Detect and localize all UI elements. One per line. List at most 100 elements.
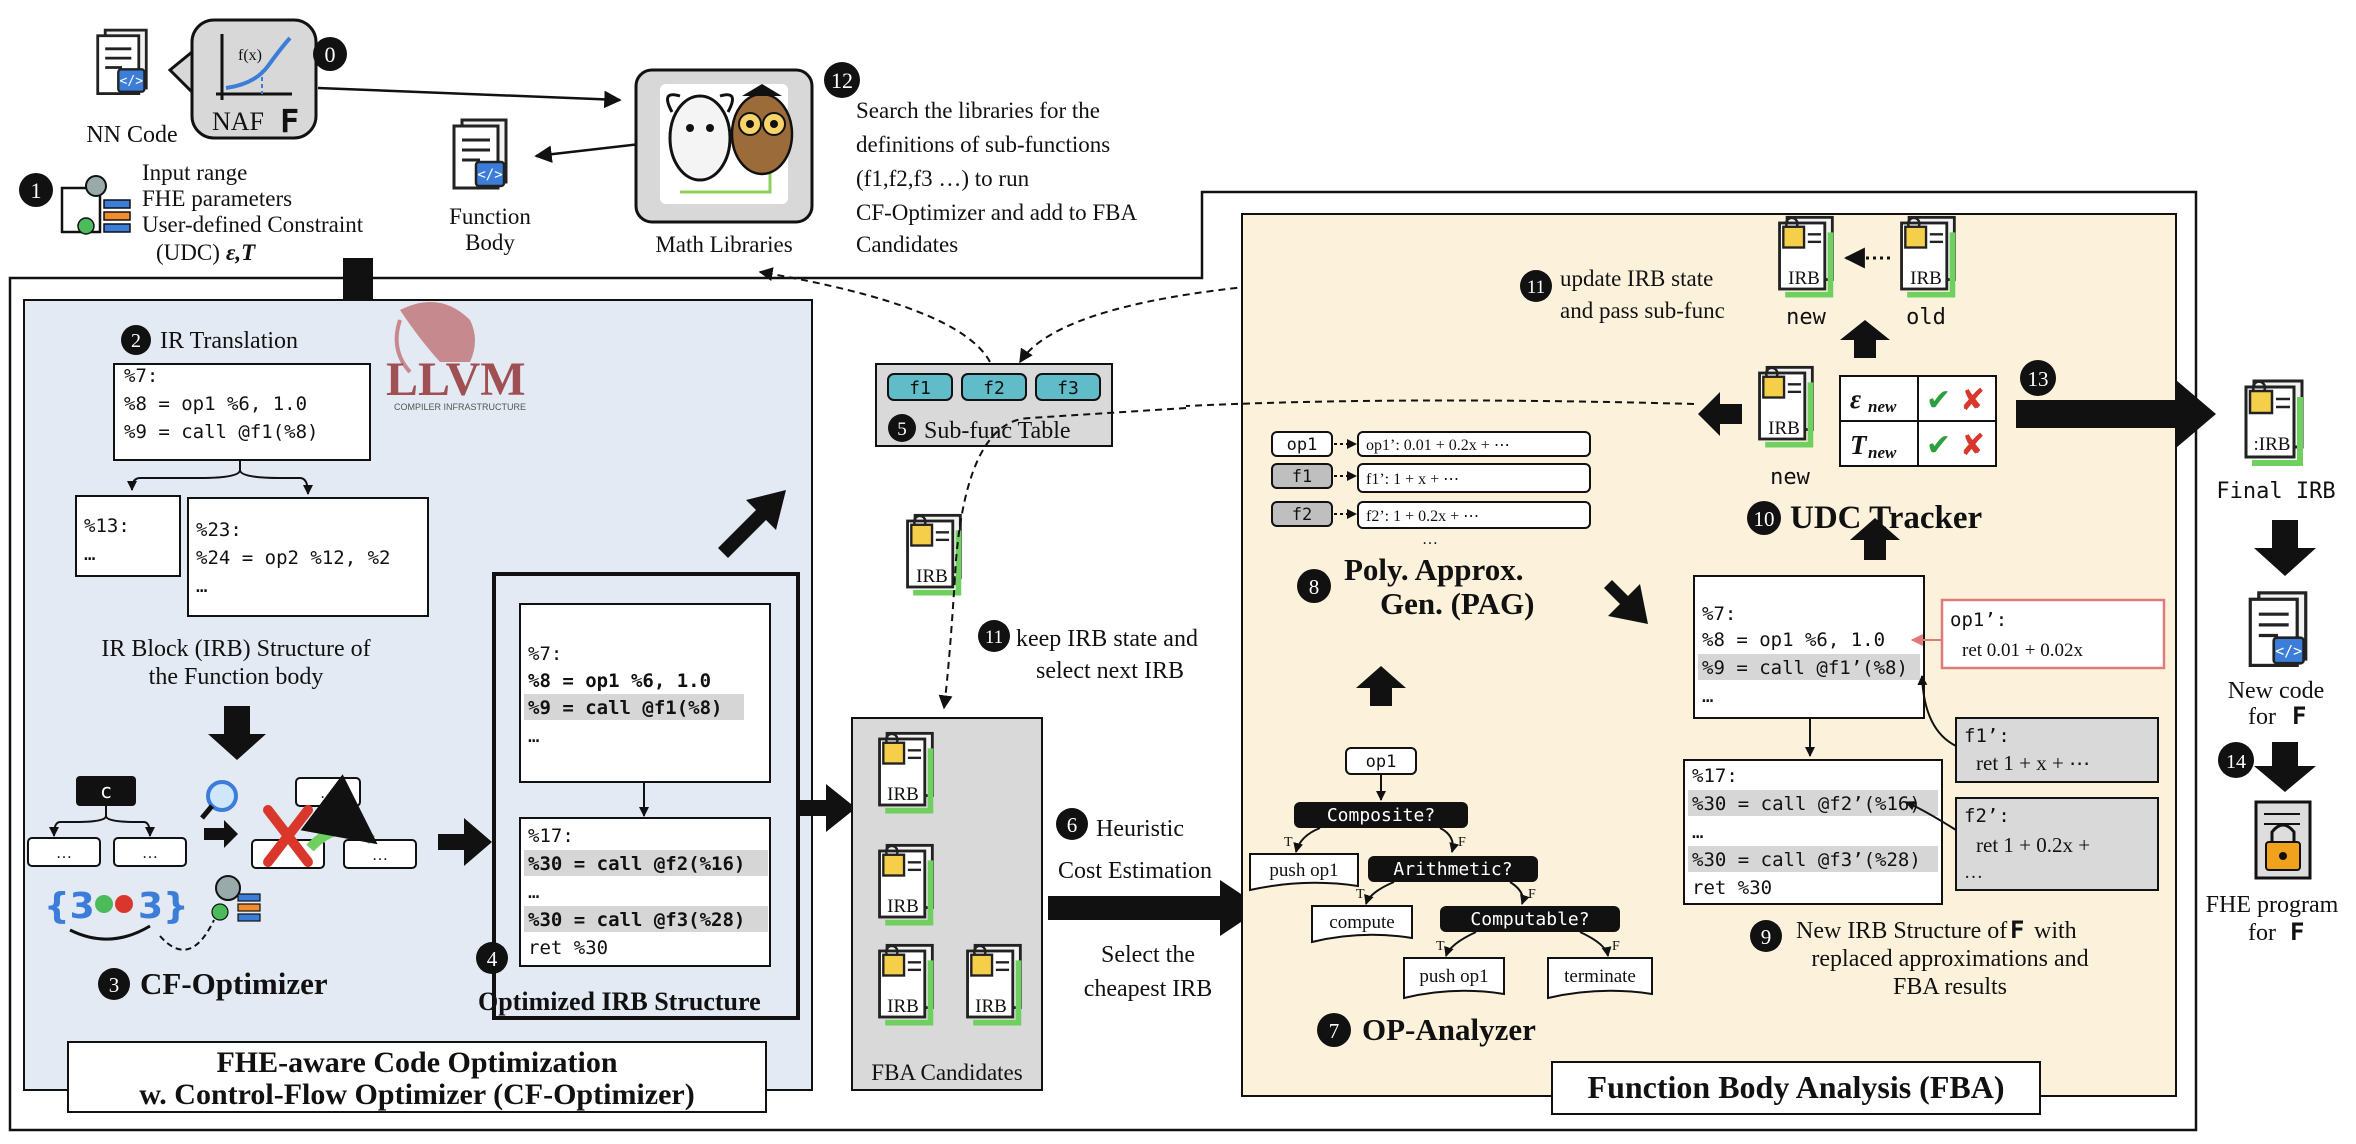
- pag-title-1: Poly. Approx.: [1344, 552, 1523, 587]
- svg-text:10: 10: [1754, 507, 1775, 531]
- fba-candidates-panel: IRB IRB IRB IRB FBA Candidates: [851, 717, 1043, 1091]
- irb-caption-1: IR Block (IRB) Structure of: [101, 636, 370, 662]
- svg-text:IRB: IRB: [1768, 418, 1800, 439]
- svg-text:op1’:: op1’:: [1950, 609, 2007, 631]
- function-body-label-1: Function: [449, 204, 531, 229]
- f1-approx-box: f1’: ret 1 + x + ⋯: [1955, 717, 2159, 783]
- update-text-2: and pass sub-func: [1560, 298, 1725, 323]
- svg-text:…: …: [1422, 531, 1438, 548]
- svg-text:LLVM: LLVM: [386, 353, 526, 406]
- step-badge-11b: 11: [978, 620, 1010, 652]
- svg-text:{3: {3: [44, 886, 95, 927]
- arrow-down-fhe: [2254, 742, 2316, 792]
- dashed-update-subfunc: [1019, 261, 1499, 364]
- svg-text:compute: compute: [1329, 912, 1394, 933]
- svg-text:push op1: push op1: [1419, 966, 1488, 987]
- ir-block-23: %23: %24 = op2 %12, %2 …: [187, 497, 429, 617]
- svg-text:ret 1 + x + ⋯: ret 1 + x + ⋯: [1976, 751, 2090, 775]
- svg-text:%9 = call @f1(%8): %9 = call @f1(%8): [528, 697, 722, 719]
- owl-icon: [730, 84, 794, 176]
- svg-text:IRB: IRB: [1910, 268, 1942, 289]
- final-irb-icon: :IRB: [2246, 381, 2302, 463]
- new-code-label-1: New code: [2228, 678, 2325, 704]
- svg-text:Computable?: Computable?: [1470, 909, 1589, 930]
- svg-text:f1: f1: [1292, 467, 1312, 487]
- svg-text:op1: op1: [1287, 435, 1318, 455]
- ir-block-13: %13: …: [75, 495, 181, 577]
- new-label-mid: new: [1770, 465, 1810, 490]
- svg-text:11: 11: [985, 627, 1003, 648]
- arrow-math-to-function-body: [534, 142, 641, 163]
- arrow-down-right: [1604, 580, 1648, 624]
- svg-text:ε: ε: [1850, 384, 1861, 414]
- svg-text:%9 = call @f1(%8): %9 = call @f1(%8): [124, 421, 318, 443]
- svg-text:…: …: [84, 543, 95, 565]
- arrow-up-to-new: [1840, 320, 1890, 358]
- cf-optimizer-label: CF-Optimizer: [140, 966, 328, 1001]
- naf-letter: F: [280, 102, 299, 140]
- op-analyzer-label: OP-Analyzer: [1362, 1012, 1536, 1047]
- optimized-block-2: %17: %30 = call @f2(%16) … %30 = call @f…: [519, 817, 771, 967]
- svg-text:13: 13: [2028, 367, 2049, 391]
- svg-text:12: 12: [831, 68, 853, 93]
- arrow-up-to-pag: [1356, 666, 1406, 706]
- naf-box: f(x) NAF F: [167, 18, 318, 140]
- new-irb-caption-3: FBA results: [1893, 974, 2007, 1000]
- search-text-2: definitions of sub-functions: [856, 132, 1110, 157]
- svg-text:f1’:: f1’:: [1964, 725, 2010, 747]
- irb-new-top: IRB: [1780, 217, 1833, 294]
- update-text-1: update IRB state: [1560, 266, 1713, 291]
- svg-text:%24 = op2 %12, %2: %24 = op2 %12, %2: [196, 547, 390, 569]
- keep-text-1: keep IRB state and: [1016, 626, 1198, 652]
- input-range: Input range: [142, 160, 247, 185]
- op1-approx-box: op1’: ret 0.01 + 0.02x: [1940, 598, 2166, 670]
- optimized-block-1: %7: %8 = op1 %6, 1.0 %9 = call @f1(%8) …: [519, 603, 771, 783]
- optimized-irb-frame: [492, 572, 800, 1020]
- dashed-to-math: [758, 267, 991, 363]
- arrow-up-to-udc: [1850, 518, 1900, 560]
- svg-text:T: T: [1284, 835, 1293, 850]
- step-badge-11a: 11: [1520, 270, 1552, 302]
- search-text-5: Candidates: [856, 232, 958, 257]
- svg-text:Function Body Analysis (FBA): Function Body Analysis (FBA): [1588, 1069, 2005, 1105]
- arrow-naf-to-math: [317, 86, 622, 109]
- svg-text:f1: f1: [909, 378, 931, 399]
- subfunc-table: f1 f2 f3: [875, 363, 1113, 447]
- svg-text:1: 1: [31, 178, 42, 203]
- step-badge-5: 5: [888, 414, 916, 442]
- nn-code-label: NN Code: [86, 122, 177, 148]
- dashed-link-cf: [159, 919, 215, 951]
- svg-text:%7:: %7:: [124, 365, 158, 387]
- svg-text:%30 = call @f2’(%16): %30 = call @f2’(%16): [1692, 793, 1921, 815]
- svg-text::IRB: :IRB: [2254, 434, 2291, 455]
- function-body-label-2: Body: [465, 230, 515, 255]
- arrow-down-cf: [208, 706, 266, 760]
- svg-text:3: 3: [109, 973, 120, 997]
- svg-text:%7:: %7:: [528, 643, 562, 665]
- udc-tracker-label: UDC Tracker: [1790, 500, 1982, 536]
- fx-label: f(x): [238, 47, 262, 64]
- step-badge-7: 7: [1317, 1013, 1351, 1047]
- fhe-program-label-2: for: [2248, 920, 2276, 946]
- svg-text:new: new: [1868, 443, 1897, 462]
- svg-text:f2: f2: [983, 378, 1005, 399]
- svg-text:IRB: IRB: [887, 896, 919, 917]
- function-body-icon: [452, 118, 508, 190]
- svg-text:f2’: 1 + 0.2x + ⋯: f2’: 1 + 0.2x + ⋯: [1366, 508, 1479, 525]
- step-badge-8: 8: [1297, 569, 1331, 603]
- svg-text:0: 0: [325, 42, 336, 67]
- keep-text-2: select next IRB: [1036, 658, 1184, 684]
- old-label: old: [1906, 305, 1946, 330]
- op-analyzer-tree: op1 Composite? T F push op1 Arithmetic? …: [1249, 747, 1653, 1000]
- fhe-parameters: FHE parameters: [142, 186, 292, 211]
- svg-text:3}: 3}: [138, 886, 189, 927]
- heuristic-label-1: Heuristic: [1096, 816, 1184, 842]
- math-libraries-box: [634, 68, 814, 224]
- arrow-to-fba-candidates: [800, 784, 856, 832]
- svg-text:%8 = op1 %6, 1.0: %8 = op1 %6, 1.0: [124, 393, 307, 415]
- arrow-to-optimized: [438, 818, 492, 866]
- gnu-icon: [666, 93, 734, 182]
- svg-text:f2’:: f2’:: [1964, 805, 2010, 827]
- constraints-icon: [60, 175, 131, 235]
- svg-text:ret %30: ret %30: [1692, 877, 1772, 899]
